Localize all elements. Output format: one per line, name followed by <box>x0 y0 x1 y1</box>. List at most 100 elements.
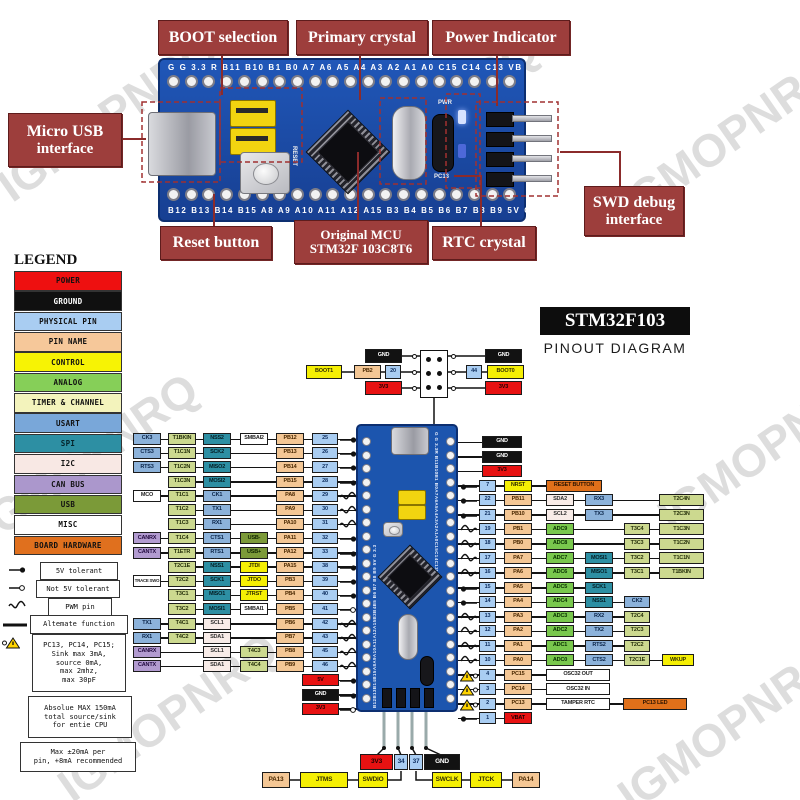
legend-item: PHYSICAL PIN <box>14 311 122 332</box>
legend-item: USART <box>14 413 122 433</box>
ground-box: GND <box>365 349 402 363</box>
pin-hole <box>184 75 198 88</box>
name-box: PA8 <box>276 489 304 502</box>
pin-hole <box>308 75 322 88</box>
name-box: PB8 <box>276 646 304 658</box>
name-box: PA9 <box>276 504 304 516</box>
pin-box: 14 <box>479 596 496 609</box>
pin-box: 39 <box>312 575 338 587</box>
name-box: PB0 <box>504 537 532 550</box>
not-5v-tolerant-icon <box>339 603 357 615</box>
pin-hole <box>450 188 464 201</box>
ground-box: GND <box>485 349 522 363</box>
legend-item: CAN BUS <box>14 474 122 494</box>
callout-mcu-line1: Original MCU <box>320 226 402 242</box>
callout-swd-debug: SWD debug interface <box>584 186 684 236</box>
name-box: PB10 <box>504 508 532 521</box>
pin-hole <box>326 188 340 201</box>
power-box: 3V3 <box>482 465 522 478</box>
timer-box: T2C2 <box>168 575 196 587</box>
name-box: PC15 <box>504 668 532 681</box>
mini-rtc <box>420 656 434 686</box>
control-box: BOOT1 <box>306 365 342 379</box>
mini-right-edge-labels: G G 3.3R B11B10B1 B0A7A6A5A4A3A2A1A0C15C… <box>434 432 439 578</box>
mini-left-edge-labels: B12B13B14B15A8A9A10A11A12A15B3B4B5 B6 B7… <box>372 544 377 708</box>
pin-hole <box>446 680 455 689</box>
callout-reset-text: Reset button <box>172 234 260 252</box>
photo-bottom-pin-labels: B12 B13 B14 B15 A8 A9 A10 A11 A12 A15 B3… <box>168 206 552 215</box>
note-not-5v-tolerant: Not 5V tolerant <box>36 580 120 598</box>
pin-box: 33 <box>312 546 338 559</box>
pin-hole <box>446 585 455 595</box>
mini-crystal <box>398 614 418 660</box>
pwm-icon <box>339 660 357 672</box>
timer-box: T4C2 <box>168 631 196 644</box>
pin-hole <box>446 612 455 622</box>
5v-tolerant-icon <box>460 480 478 492</box>
row-connector-line <box>133 637 357 639</box>
legend-item: GROUND <box>14 291 122 311</box>
spi-box: NSS1 <box>585 596 613 609</box>
boot-jumper-block <box>420 350 448 398</box>
pin-hole <box>446 545 455 554</box>
pin-hole <box>397 75 411 88</box>
usart-box: RTS1 <box>203 546 231 559</box>
row-connector-line <box>133 466 357 469</box>
5v-tolerant-icon <box>339 589 357 601</box>
callout-power-indicator: Power Indicator <box>432 20 570 55</box>
timer-box: T1BKIN <box>168 433 196 445</box>
i2c-box: SDA1 <box>203 631 231 644</box>
name-box: PA5 <box>504 581 532 594</box>
name-box: PB14 <box>276 461 304 474</box>
5v-tolerant-icon <box>8 563 26 575</box>
name-box: PA7 <box>504 552 532 565</box>
warning-icon <box>459 669 478 682</box>
spi-box: MOSI1 <box>585 552 613 565</box>
pc13-led <box>458 144 466 158</box>
pin-hole <box>362 464 371 473</box>
pin-box: 37 <box>409 754 423 770</box>
name-box: PA11 <box>276 532 304 545</box>
5v-tolerant-icon <box>460 494 478 506</box>
pin-hole <box>326 75 340 88</box>
pin-box: 11 <box>479 639 496 652</box>
pin-box: 25 <box>312 433 338 445</box>
pin-hole <box>446 437 455 446</box>
i2c-box: SDA1 <box>203 660 231 673</box>
pin-box: 13 <box>479 610 496 623</box>
spi-box: MOSI2 <box>203 475 231 488</box>
legend-item: USB <box>14 494 122 515</box>
5v-tolerant-icon <box>339 689 357 701</box>
name-box: PA0 <box>504 654 532 667</box>
misc-box: OSC32 IN <box>546 683 610 696</box>
spi-box: SCK1 <box>585 581 613 594</box>
pin-hole <box>446 666 455 676</box>
legend-item: BOARD HARDWARE <box>14 535 122 556</box>
row-connector-line <box>458 557 704 560</box>
pin-hole <box>432 188 446 201</box>
photo-top-pin-labels: G G 3.3 R B11 B10 B1 B0 A7 A6 A5 A4 A3 A… <box>168 63 523 72</box>
pin-hole <box>446 464 455 473</box>
primary-crystal <box>392 106 426 180</box>
pin-hole <box>362 612 371 622</box>
note-pc13-warning: PC13, PC14, PC15; Sink max 3mA, source 0… <box>32 634 126 692</box>
pin-hole <box>446 599 455 608</box>
pwm-icon <box>460 552 478 564</box>
pin-hole <box>202 188 216 201</box>
pwm-icon <box>460 625 478 637</box>
pin-box: 18 <box>479 537 496 550</box>
timer-box: T4C3 <box>240 646 268 658</box>
pin-hole <box>362 653 371 662</box>
pin-hole <box>362 450 371 460</box>
pin-hole <box>362 585 371 595</box>
timer-box: T1C4 <box>168 532 196 545</box>
reset-button-photo <box>240 152 290 194</box>
pin-hole <box>362 477 371 487</box>
pin-box: 38 <box>312 560 338 573</box>
pin-box: 1 <box>479 712 496 725</box>
callout-original-mcu: Original MCU STM32F 103C8T6 <box>294 220 428 264</box>
pin-hole <box>361 188 375 201</box>
name-box: PB13 <box>276 447 304 460</box>
note-max-per-pin: Max ±20mA per pin, +8mA recommended <box>20 742 136 772</box>
row-connector-line <box>168 481 357 483</box>
